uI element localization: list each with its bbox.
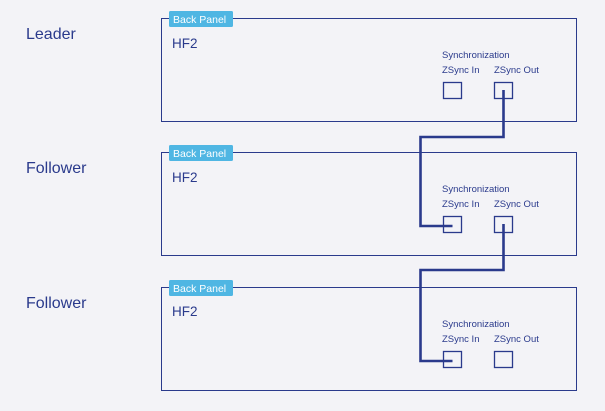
- zsync-in-label: ZSync In: [442, 334, 480, 345]
- zsync-in-port: [442, 81, 463, 100]
- zsync-out-label: ZSync Out: [494, 65, 539, 76]
- device-follower-2: Follower Back Panel HF2 Synchronization …: [26, 280, 577, 391]
- device-panel: [161, 287, 577, 391]
- zsync-in-port: [442, 350, 463, 369]
- device-follower-1: Follower Back Panel HF2 Synchronization …: [26, 145, 577, 256]
- device-model-label: HF2: [172, 304, 198, 319]
- back-panel-badge: [169, 280, 233, 296]
- device-leader: Leader Back Panel HF2 Synchronization ZS…: [26, 11, 577, 122]
- zsync-cable-leader-to-follower: [419, 90, 505, 228]
- zsync-in-label: ZSync In: [442, 65, 480, 76]
- back-panel-badge-label: Back Panel: [173, 283, 226, 295]
- zsync-out-label: ZSync Out: [494, 334, 539, 345]
- back-panel-badge-label: Back Panel: [173, 148, 226, 160]
- zsync-out-port: [493, 350, 514, 369]
- sync-section-title: Synchronization: [442, 50, 510, 61]
- back-panel-badge: [169, 11, 233, 27]
- sync-section-title: Synchronization: [442, 319, 510, 330]
- zsync-in-label: ZSync In: [442, 199, 480, 210]
- sync-section-title: Synchronization: [442, 184, 510, 195]
- device-role-label: Follower: [26, 295, 87, 312]
- zsync-in-port: [442, 215, 463, 234]
- device-role-label: Leader: [26, 26, 76, 43]
- device-model-label: HF2: [172, 170, 198, 185]
- zsync-out-label: ZSync Out: [494, 199, 539, 210]
- device-panel: [161, 152, 577, 256]
- back-panel-badge-label: Back Panel: [173, 14, 226, 26]
- device-role-label: Follower: [26, 160, 87, 177]
- device-model-label: HF2: [172, 36, 198, 51]
- zsync-cable-follower-to-follower: [419, 224, 505, 363]
- back-panel-badge: [169, 145, 233, 161]
- device-panel: [161, 18, 577, 122]
